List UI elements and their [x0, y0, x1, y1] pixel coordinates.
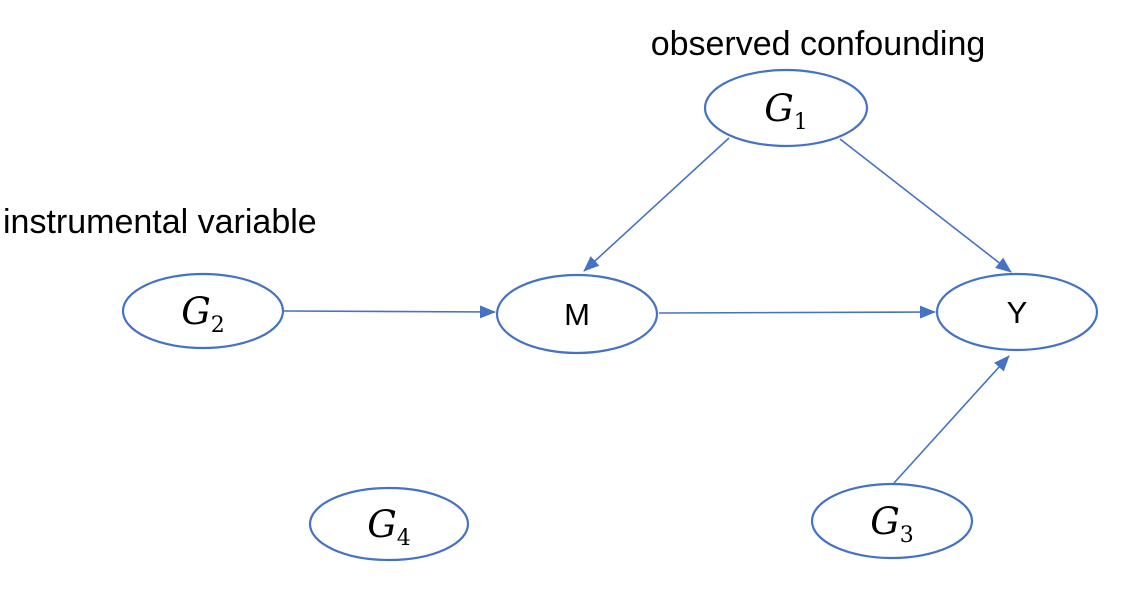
node-g1-subscript: 1	[794, 110, 808, 135]
edge-g3-to-y	[893, 355, 1010, 484]
node-g4-script-g: G	[367, 503, 397, 546]
node-g4-subscript: 4	[397, 526, 411, 551]
node-g3-script-g: G	[870, 500, 900, 543]
annotation-observed-confounding: observed confounding	[651, 25, 986, 63]
node-y-ellipse	[935, 272, 1099, 352]
node-g2-ellipse	[121, 272, 285, 350]
node-g2-script-g: G	[181, 290, 211, 333]
node-g3-subscript: 3	[900, 523, 914, 548]
node-g1-label: G1	[764, 87, 808, 135]
annotation-instrumental-variable: instrumental variable	[3, 203, 317, 241]
node-g1-script-g: G	[764, 87, 794, 130]
node-g1-ellipse	[703, 68, 869, 148]
node-g4-label: G4	[367, 503, 411, 551]
node-m-ellipse	[495, 273, 659, 355]
node-g2-label: G2	[181, 290, 225, 338]
edge-g2-to-m	[283, 305, 496, 319]
node-g3-ellipse	[810, 482, 974, 560]
edge-g1-to-y	[839, 138, 1012, 273]
node-g3-label: G3	[870, 500, 914, 548]
node-g2-subscript: 2	[211, 313, 225, 338]
node-y-label: Y	[1007, 295, 1028, 330]
edge-g1-to-m	[583, 137, 730, 272]
node-g4-ellipse	[308, 486, 470, 562]
edge-m-to-y	[658, 305, 936, 319]
node-m-label: M	[564, 297, 590, 332]
